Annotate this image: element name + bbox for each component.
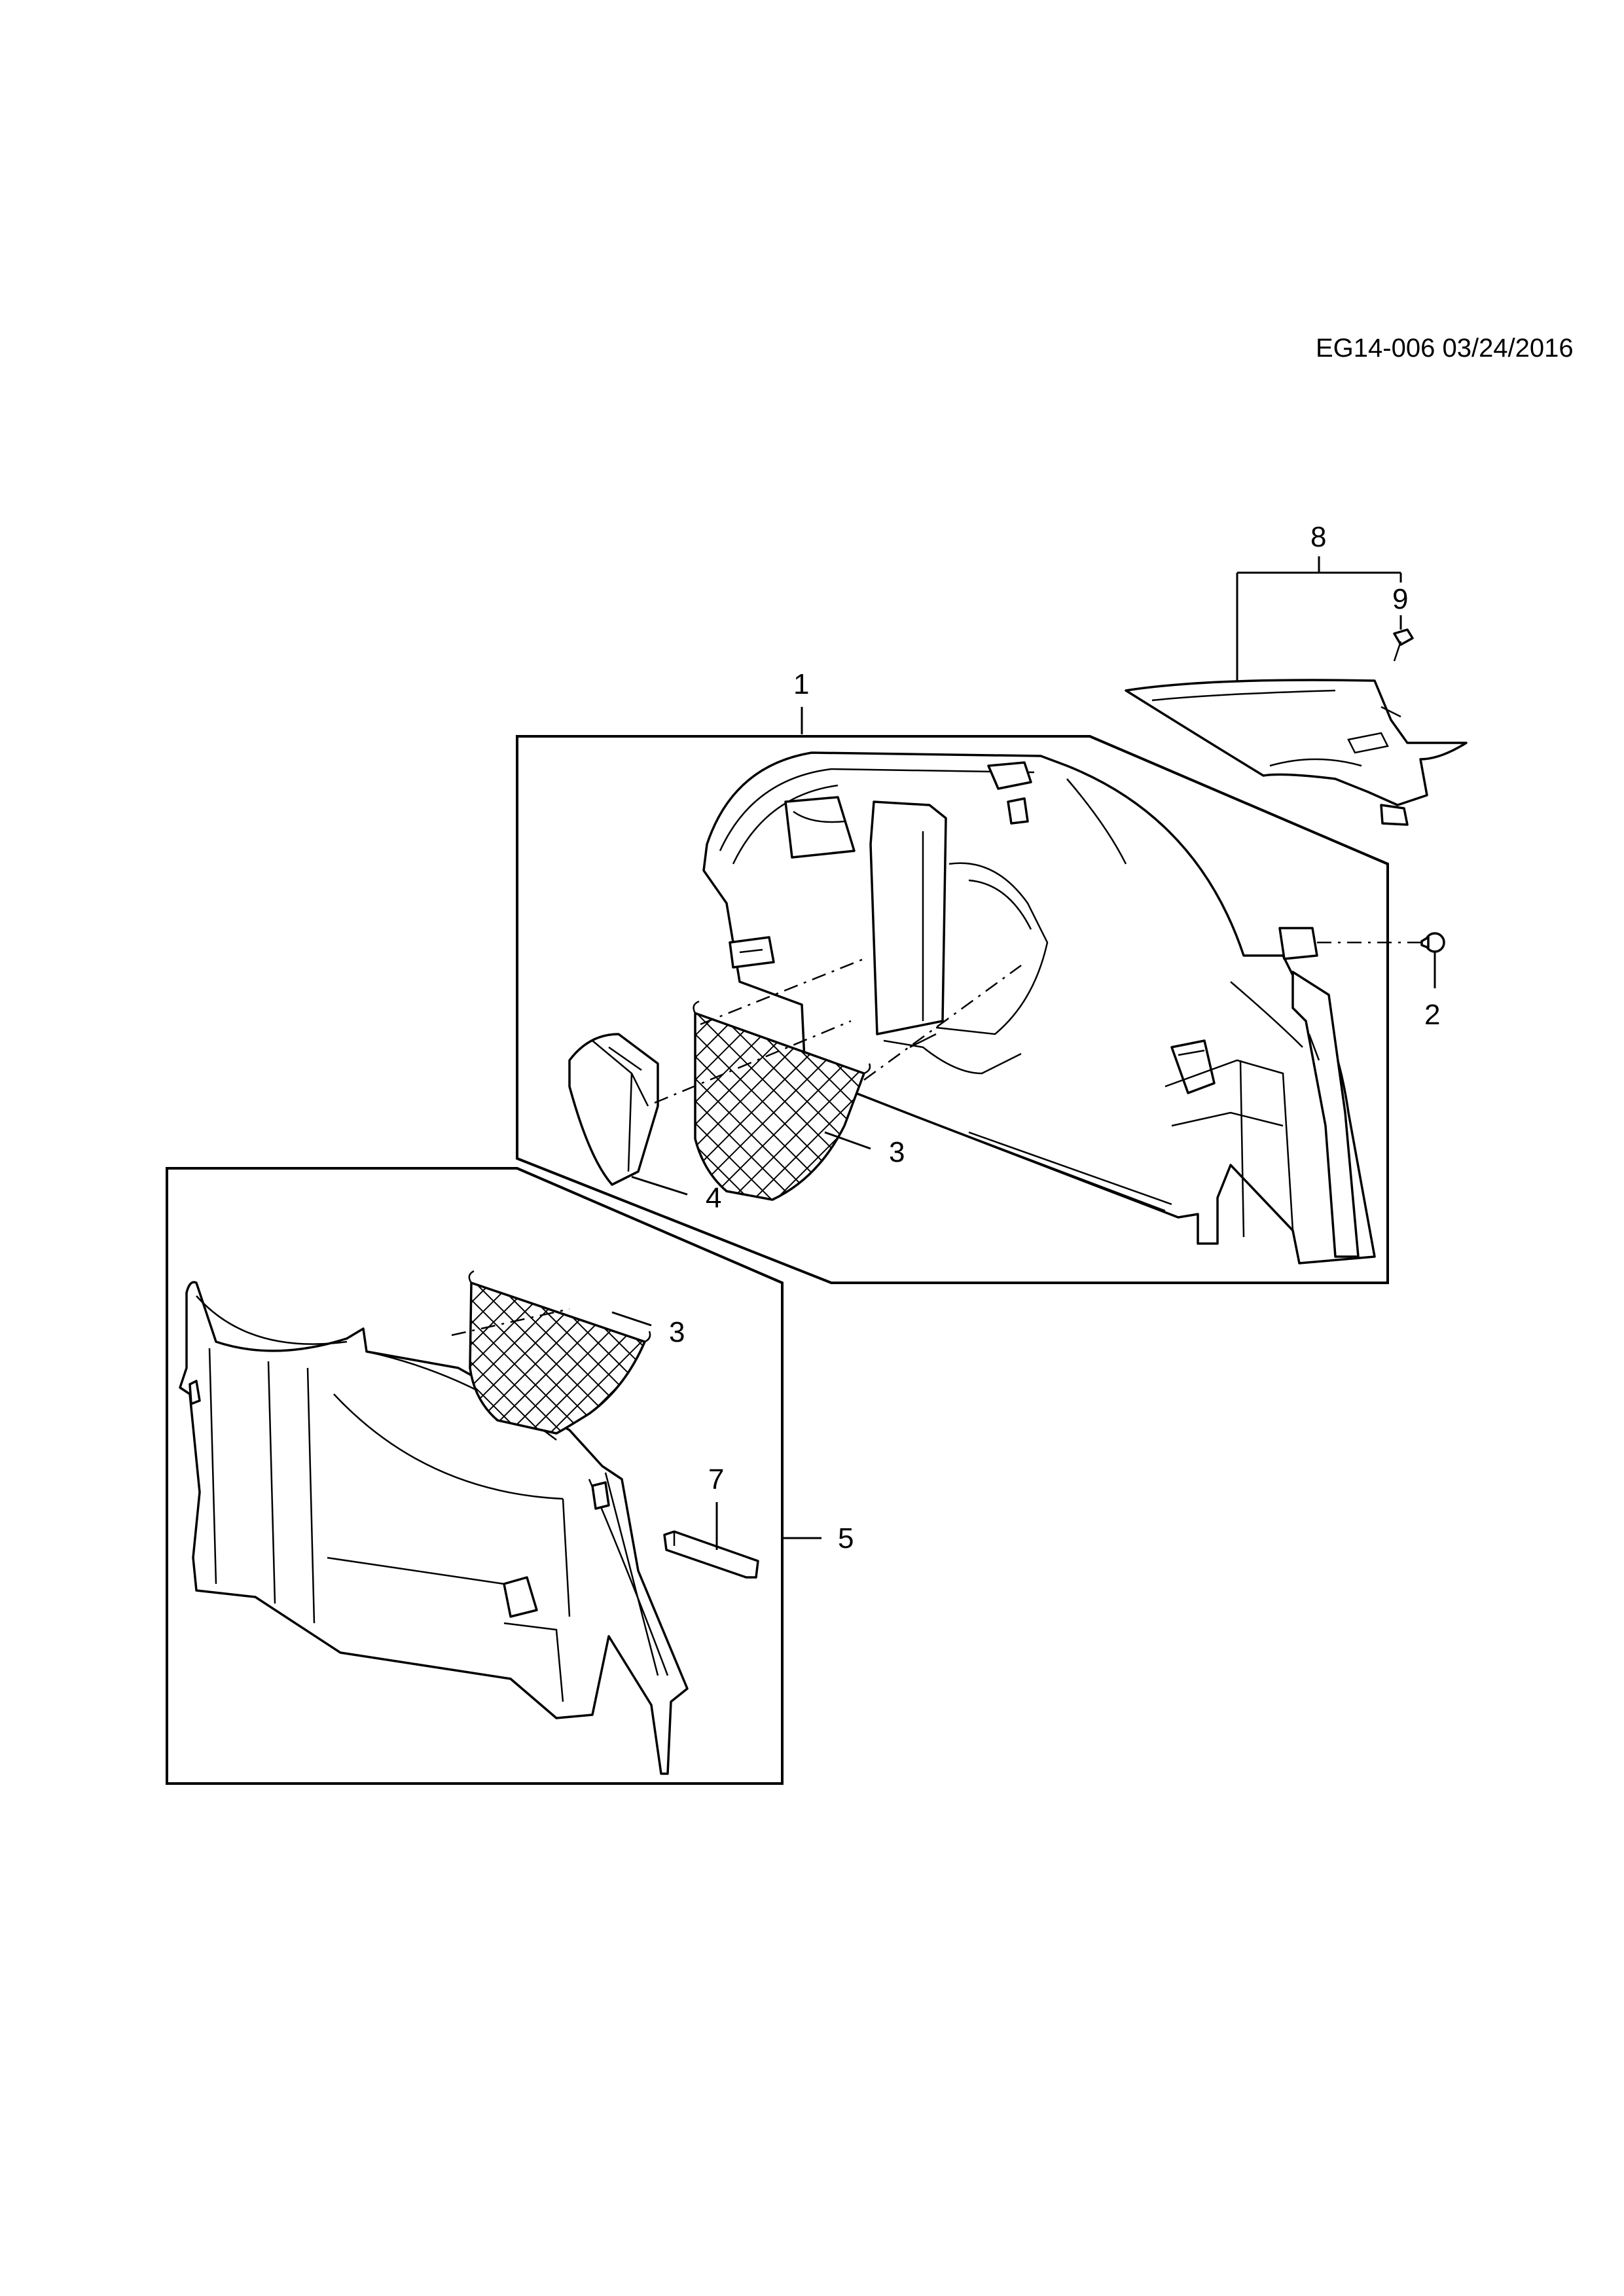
assembly-frame-1: [516, 735, 1389, 1284]
push-clip: [1420, 932, 1445, 953]
net-mesh-line: [726, 1013, 864, 1200]
net-mesh-line: [704, 1013, 864, 1200]
net-mesh-line: [281, 1001, 484, 1204]
callout-9: 9: [1392, 583, 1408, 615]
callout-2: 2: [1424, 999, 1440, 1031]
net-mesh-line: [713, 1270, 884, 1440]
rear-quarter-trim-panel-left: [179, 1281, 689, 1775]
net-mesh-line: [470, 1283, 570, 1433]
net-mesh-line: [776, 1270, 947, 1440]
net-mesh-line: [543, 1283, 645, 1433]
net-mesh-line: [695, 1013, 752, 1200]
net-mesh-line: [470, 1283, 528, 1433]
net-mesh-line: [695, 1013, 844, 1200]
net-mesh-line: [734, 1270, 905, 1440]
assembly-line-net-bottom: [863, 964, 1022, 1081]
net-mesh-line: [470, 1283, 526, 1433]
trim-screw: [1393, 628, 1414, 662]
leader-3b: [611, 1311, 652, 1327]
net-mesh-line: [748, 1013, 864, 1200]
net-mesh-line: [470, 1283, 612, 1433]
rear-quarter-trim-panel-right: [702, 751, 1376, 1265]
net-mesh-line: [470, 1283, 591, 1433]
net-mesh-line: [770, 1013, 864, 1200]
net-mesh-line: [470, 1283, 505, 1433]
net-mesh-line: [626, 1283, 645, 1433]
assembly-line-pocket: [654, 1020, 852, 1104]
net-mesh-line: [629, 1283, 645, 1433]
net-mesh-line: [695, 1013, 774, 1200]
callout-3-lower: 3: [669, 1316, 685, 1348]
net-mesh-line: [695, 1013, 799, 1200]
callout-5: 5: [838, 1522, 854, 1554]
net-mesh-line: [693, 1270, 863, 1440]
leader-8: [1236, 556, 1402, 681]
net-mesh-line: [818, 1270, 988, 1440]
callout-7: 7: [708, 1463, 724, 1496]
net-mesh-line: [393, 1001, 596, 1204]
assembly-frame-5: [166, 1167, 784, 1785]
net-mesh-line: [695, 1013, 821, 1200]
net-mesh-line: [370, 1001, 573, 1204]
assembly-line-net-lower: [451, 1308, 570, 1336]
net-mesh-line: [304, 1001, 507, 1204]
callout-8: 8: [1310, 521, 1326, 553]
net-mesh-line: [695, 1013, 730, 1200]
net-mesh-line: [651, 1270, 821, 1440]
net-mesh-line: [695, 1013, 755, 1200]
leader-4: [631, 1175, 688, 1196]
net-mesh-line: [648, 1270, 818, 1440]
leader-3a: [824, 1131, 871, 1150]
net-mesh-line: [672, 1270, 842, 1440]
callout-3-upper: 3: [889, 1136, 905, 1168]
callout-4: 4: [706, 1182, 721, 1214]
net-mesh-line: [348, 1001, 551, 1204]
upper-trim-cap: [1125, 679, 1468, 826]
net-mesh-line: [695, 1013, 777, 1200]
reference-code: EG14-006 03/24/2016: [1316, 334, 1574, 363]
net-mesh-line: [522, 1283, 645, 1433]
storage-pocket: [568, 1033, 659, 1186]
callout-1: 1: [793, 668, 809, 700]
retaining-strap: [663, 1530, 759, 1579]
net-mesh-line: [470, 1283, 549, 1433]
net-mesh-line: [797, 1270, 967, 1440]
net-mesh-line: [326, 1001, 529, 1204]
